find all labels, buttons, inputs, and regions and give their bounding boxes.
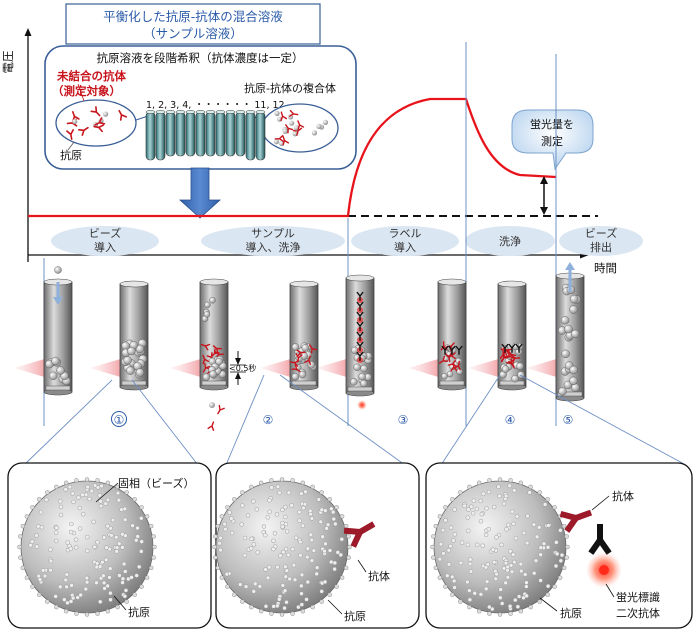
phase-ellipse-sample-intro bbox=[201, 226, 345, 256]
x-axis-label: 時間 bbox=[594, 261, 617, 275]
phase-3-line2: 導入 bbox=[394, 240, 416, 254]
complex-cluster bbox=[273, 109, 329, 147]
step-3: ③ bbox=[398, 413, 409, 427]
phase-2-line2: 導入、洗浄 bbox=[246, 240, 301, 254]
tube-sequence bbox=[14, 262, 585, 431]
phase-5-line1: ビーズ bbox=[585, 226, 617, 240]
measure-bubble: 蛍光量を 測定 bbox=[511, 109, 594, 171]
panel-labeled-secondary: 抗体 抗原 蛍光標識 二次抗体 bbox=[425, 462, 693, 629]
callout-title-box bbox=[65, 3, 321, 45]
spacing-marker: <0.5秒 bbox=[229, 351, 256, 385]
fluorescent-label-line1: 蛍光標識 bbox=[616, 590, 660, 604]
unbound-antibody-target: （測定対象） bbox=[52, 84, 121, 98]
panel1-antigen-label: 抗原 bbox=[128, 605, 150, 619]
panel2-antigen-label: 抗原 bbox=[344, 609, 366, 623]
dilution-text: 抗原溶液を段階希釈（抗体濃度は一定） bbox=[97, 51, 304, 65]
step-numbers: ① ② ③ ④ ⑤ bbox=[111, 411, 574, 427]
unbound-antibody-label: 未結合の抗体 bbox=[56, 69, 126, 83]
bubble-line2: 測定 bbox=[541, 134, 563, 148]
callout-title-line1: 平衡化した抗原-抗体の混合溶液 bbox=[103, 9, 283, 24]
complex-label: 抗原-抗体の複合体 bbox=[244, 81, 336, 95]
antigen-label-callout: 抗原 bbox=[60, 148, 82, 162]
callout-title-line2: （サンプル溶液） bbox=[143, 26, 243, 41]
signal-curve bbox=[28, 97, 557, 218]
panel-bead-antigen: 固相（ビーズ） 抗原 bbox=[7, 462, 212, 629]
panel-antibody-bind: 抗体 抗原 bbox=[212, 462, 420, 629]
phase-2-line1: サンプル bbox=[251, 227, 295, 240]
phase-ellipse-wash bbox=[465, 226, 555, 256]
antibody-icon bbox=[343, 521, 376, 548]
panel2-antibody-label: 抗体 bbox=[368, 569, 390, 583]
phase-4-line1: 洗浄 bbox=[499, 234, 521, 248]
phase-1-line1: ビーズ bbox=[89, 226, 121, 240]
y-axis-label: 電圧 bbox=[1, 51, 15, 74]
phase-ellipse-bead-eject bbox=[559, 226, 643, 256]
fluorescent-label-line2: 二次抗体 bbox=[616, 606, 660, 620]
sample-callout: 平衡化した抗原-抗体の混合溶液 （サンプル溶液） 抗原溶液を段階希釈（抗体濃度は… bbox=[44, 3, 357, 170]
step-2: ② bbox=[263, 413, 274, 427]
zoom-connectors bbox=[23, 374, 687, 466]
bubble-line1: 蛍光量を bbox=[530, 117, 574, 131]
dilution-vials bbox=[145, 110, 266, 161]
phase-ellipse-label-intro bbox=[351, 226, 459, 256]
phase-ellipse-bead-intro bbox=[51, 226, 159, 256]
signal-chart: 電圧 時間 ビーズ 導入 サンプル 導入、洗浄 ラベル 導入 洗浄 ビーズ 排出… bbox=[1, 28, 643, 275]
step-5: ⑤ bbox=[563, 413, 574, 427]
complex-oval bbox=[261, 103, 339, 153]
antibody-icon bbox=[559, 509, 622, 588]
panel3-antigen-label: 抗原 bbox=[560, 606, 582, 620]
phase-1-line2: 導入 bbox=[94, 240, 116, 254]
solid-phase-label: 固相（ビーズ） bbox=[118, 476, 194, 490]
down-arrow bbox=[178, 167, 222, 219]
spacing-label: <0.5秒 bbox=[229, 363, 256, 373]
phase-3-line1: ラベル bbox=[389, 227, 422, 240]
panel3-antibody-label: 抗体 bbox=[612, 489, 634, 503]
phase-5-line2: 排出 bbox=[590, 240, 612, 254]
step-1: ① bbox=[114, 413, 125, 427]
vial-series-label: 1, 2, 3, 4, ・・・・・・ 11, 12 bbox=[146, 100, 285, 111]
unbound-antibody-cluster bbox=[66, 106, 128, 140]
step-4: ④ bbox=[505, 413, 516, 427]
